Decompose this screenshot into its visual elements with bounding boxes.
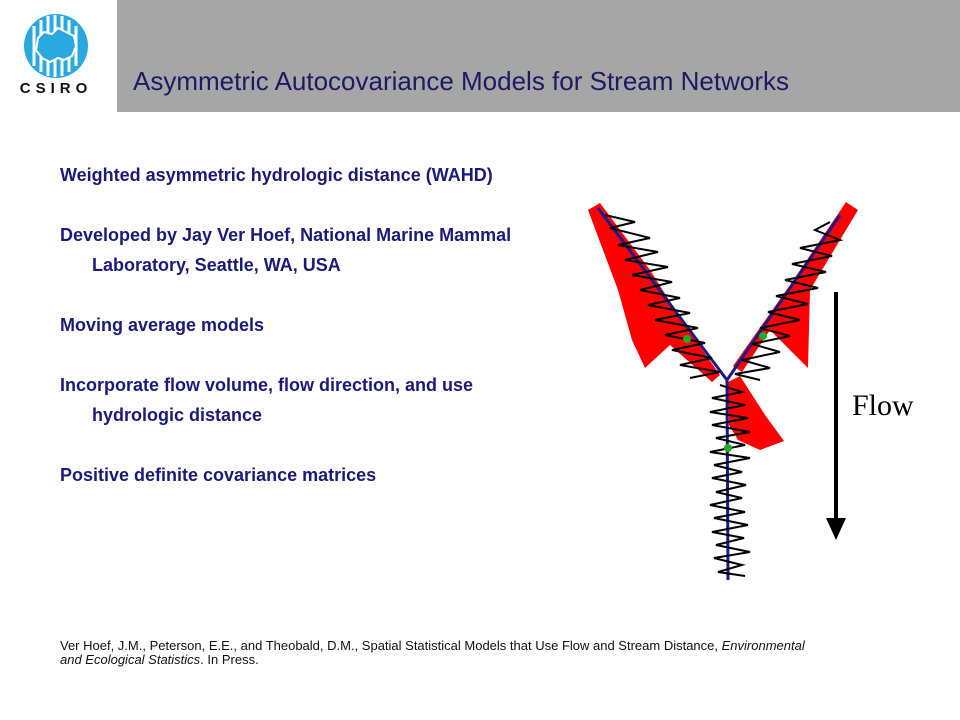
bullet-item-wahd: Weighted asymmetric hydrologic distance … (60, 165, 493, 185)
citation: Ver Hoef, J.M., Peterson, E.E., and Theo… (60, 639, 820, 667)
flow-arrow-head (826, 518, 846, 540)
lower-kernel (728, 376, 784, 450)
citation-status: . In Press. (200, 652, 259, 667)
logo-wordmark: CSIRO (19, 80, 93, 97)
csiro-logo: CSIRO (0, 0, 117, 112)
bullet-item-flow-volume: Incorporate flow volume, flow direction,… (60, 375, 474, 425)
citation-authors: Ver Hoef, J.M., Peterson, E.E., and Theo… (60, 638, 722, 653)
csiro-logo-icon (24, 14, 88, 78)
flow-label: Flow (852, 389, 914, 422)
site-main (724, 444, 732, 452)
citation-journal: Environmental and Ecological Statistics (60, 638, 805, 667)
site-left (683, 335, 691, 343)
main-signal (709, 384, 751, 577)
page-title: Asymmetric Autocovariance Models for Str… (133, 66, 789, 96)
main-stream (725, 379, 730, 581)
bullet-item-covariance: Positive definite covariance matrices (60, 465, 377, 485)
right-signal (734, 221, 844, 381)
stream-network-diagram (588, 202, 858, 581)
bullet-item-moving-average: Moving average models (60, 315, 265, 335)
bullet-item-developer: Developed by Jay Ver Hoef, National Mari… (60, 225, 512, 275)
bullet-list: Weighted asymmetric hydrologic distance … (60, 160, 560, 520)
left-signal (604, 214, 721, 379)
site-right (759, 332, 767, 340)
title-bar: Asymmetric Autocovariance Models for Str… (117, 0, 960, 112)
